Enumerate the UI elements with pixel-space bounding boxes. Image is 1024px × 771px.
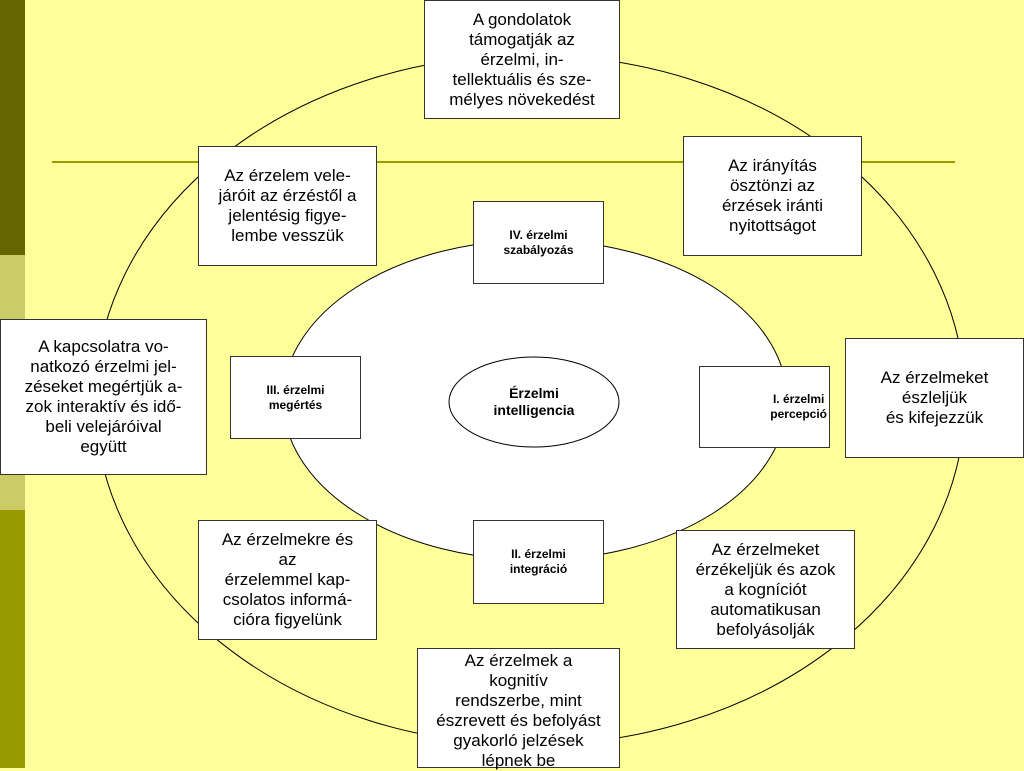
description-top-right: Az irányítás ösztönzi az érzések iránti … [683,136,862,256]
branch-understanding: III. érzelmi megértés [230,356,361,439]
side-stripe-mid [0,510,25,768]
branch-integration: II. érzelmi integráció [473,520,604,604]
description-bottom-right: Az érzelmeket érzékeljük és azok a kogní… [676,530,855,649]
description-left: A kapcsolatra vo- natkozó érzelmi jel- z… [0,319,207,475]
description-top: A gondolatok támogatják az érzelmi, in- … [424,0,620,119]
description-bottom-left: Az érzelmekre és az érzelemmel kap- csol… [198,520,377,640]
branch-regulation: IV. érzelmi szabályozás [473,201,604,284]
description-right: Az érzelmeket észleljük és kifejezzük [845,338,1024,458]
side-stripe-dark [0,0,25,255]
branch-perception: I. érzelmi percepció [699,366,830,448]
description-top-left: Az érzelem vele- járóit az érzéstől a je… [198,146,377,266]
center-ellipse [448,356,620,448]
center-label: Érzelmi intelligencia [493,385,575,418]
description-bottom: Az érzelmek a kognitív rendszerbe, mint … [417,648,620,770]
